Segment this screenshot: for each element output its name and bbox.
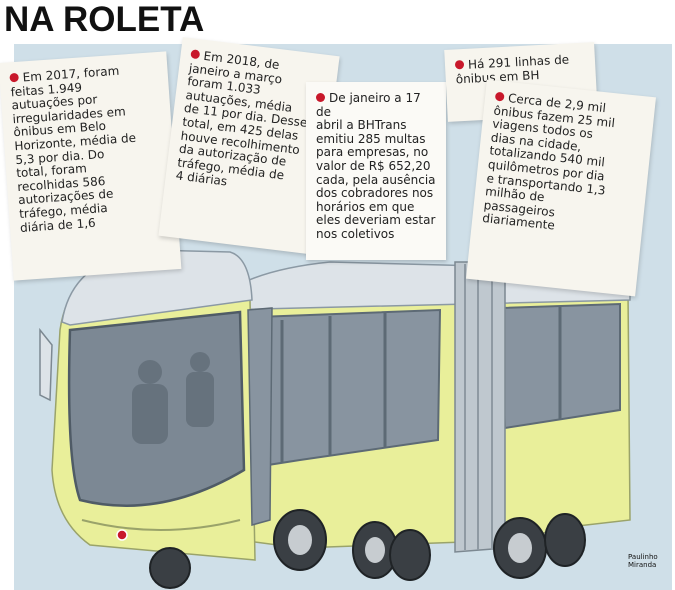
bullet-icon	[316, 93, 325, 102]
bus-logo	[116, 529, 128, 541]
bus-mirror	[39, 327, 53, 402]
page-title: NA ROLETA	[4, 0, 205, 39]
note-card-fleet: Cerca de 2,9 mil ônibus fazem 25 mil via…	[466, 79, 656, 297]
credit-line-1: Paulinho	[628, 553, 658, 561]
illustrator-credit: Paulinho Miranda	[628, 553, 658, 569]
note-card-bhtrans: De janeiro a 17 de abril a BHTrans emiti…	[306, 82, 446, 260]
bullet-icon	[9, 72, 19, 83]
note-card-2017: Em 2017, foram feitas 1.949 autuações po…	[0, 51, 182, 281]
note-text: Há 291 linhas de ônibus em BH	[455, 52, 570, 86]
bullet-icon	[454, 59, 465, 70]
note-text: Em 2017, foram feitas 1.949 autuações po…	[10, 63, 137, 235]
credit-line-2: Miranda	[628, 561, 657, 569]
bus-articulation	[454, 261, 506, 553]
bus-door	[247, 307, 273, 526]
note-text: Cerca de 2,9 mil ônibus fazem 25 mil via…	[481, 91, 616, 233]
note-text: De janeiro a 17 de abril a BHTrans emiti…	[316, 91, 436, 241]
bullet-icon	[494, 91, 505, 102]
bullet-icon	[190, 49, 201, 60]
note-text: Em 2018, de janeiro a março foram 1.033 …	[174, 48, 309, 189]
